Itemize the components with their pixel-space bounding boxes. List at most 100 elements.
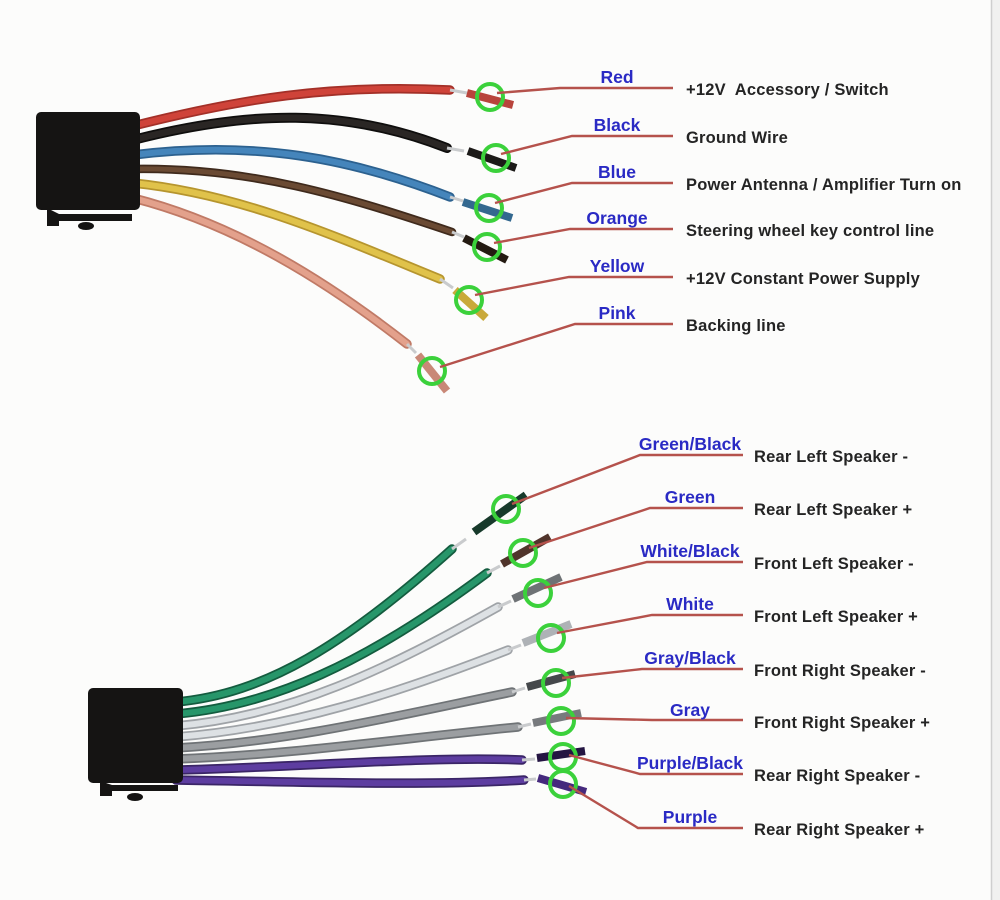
wire-stripped-core xyxy=(446,146,465,153)
wire-body xyxy=(130,146,453,200)
terminal-ring-icon xyxy=(475,82,505,112)
iso-connector-top xyxy=(36,112,140,230)
wire-black: Black Ground Wire xyxy=(128,112,788,173)
leader-line xyxy=(500,134,673,156)
connector-latch xyxy=(47,208,132,226)
wire-function-label: +12V Constant Power Supply xyxy=(686,270,921,288)
terminal-ring-icon xyxy=(491,494,521,524)
leader-line xyxy=(543,560,743,590)
leader-line xyxy=(561,667,743,680)
wire-stripped-core xyxy=(517,722,532,729)
wire-color-label: Blue xyxy=(598,162,636,182)
leader-line xyxy=(568,784,743,830)
wire-function-label: Front Left Speaker + xyxy=(754,608,918,626)
wire-color-label: Orange xyxy=(586,208,648,228)
wire-color-label: Yellow xyxy=(590,256,645,276)
leader-line xyxy=(474,275,673,297)
leader-line xyxy=(556,613,743,635)
wire-body xyxy=(173,570,490,717)
wire-gray: Gray Front Right Speaker + xyxy=(171,700,930,764)
wire-stripped-core xyxy=(439,277,454,290)
wire-body xyxy=(173,724,521,762)
terminal-ring-icon xyxy=(417,356,447,386)
terminal-ring-icon xyxy=(481,143,511,173)
leader-line xyxy=(494,181,673,205)
wire-tip xyxy=(465,89,515,109)
wire-shade xyxy=(128,193,412,349)
terminal-ring-icon xyxy=(541,668,571,698)
wire-red: Red +12V Accessory / Switch xyxy=(128,67,889,131)
wire-function-label: Front Right Speaker + xyxy=(754,714,930,732)
wire-color-label: Purple/Black xyxy=(637,753,743,773)
wire-tip xyxy=(521,620,573,647)
wire-purple-black: Purple/Black Rear Right Speaker - xyxy=(171,742,920,785)
terminal-ring-icon xyxy=(548,769,578,799)
wire-function-label: Rear Right Speaker - xyxy=(754,767,920,785)
terminal-ring-icon xyxy=(523,578,553,608)
wire-color-label: Pink xyxy=(599,303,636,323)
wire-function-label: Rear Left Speaker - xyxy=(754,448,908,466)
wire-white: White Front Left Speaker + xyxy=(171,594,918,742)
wire-purple: Purple Rear Right Speaker + xyxy=(171,769,924,839)
wire-function-label: +12V Accessory / Switch xyxy=(686,81,889,99)
leader-line xyxy=(496,86,673,95)
wire-stripped-core xyxy=(507,643,522,652)
wire-body xyxy=(130,195,410,347)
terminal-ring-icon xyxy=(454,285,484,315)
wire-tip xyxy=(452,287,489,321)
wire-color-label: White/Black xyxy=(640,541,739,561)
wire-tip xyxy=(536,774,588,796)
leader-line xyxy=(565,716,743,722)
wire-function-label: Backing line xyxy=(686,317,786,335)
connector-pin xyxy=(127,793,143,801)
wire-stripped-core xyxy=(449,195,464,203)
terminal-ring-icon xyxy=(546,706,576,736)
connector-body xyxy=(36,112,140,210)
wire-green: Green Rear Left Speaker + xyxy=(171,487,912,719)
wire-tip xyxy=(461,198,514,222)
wire-blue: Blue Power Antenna / Amplifier Turn on xyxy=(128,145,962,223)
wire-body xyxy=(173,647,511,740)
wire-color-label: Red xyxy=(600,67,633,87)
wire-function-label: Rear Left Speaker + xyxy=(754,501,912,519)
wire-body xyxy=(129,114,451,152)
wire-body xyxy=(130,180,443,282)
terminal-ring-icon xyxy=(536,623,566,653)
wire-function-label: Steering wheel key control line xyxy=(686,222,934,240)
wire-stripped-core xyxy=(497,599,512,609)
wire-yellow: Yellow +12V Constant Power Supply xyxy=(128,178,921,321)
wire-body xyxy=(173,604,501,729)
wire-color-label: Green/Black xyxy=(639,434,741,454)
wire-function-label: Power Antenna / Amplifier Turn on xyxy=(686,176,962,194)
leader-line xyxy=(568,753,743,776)
iso-connector-bottom xyxy=(88,688,183,801)
wire-stripped-core xyxy=(486,564,501,575)
wire-stripped-core xyxy=(523,777,537,782)
wire-tip xyxy=(462,234,509,264)
wire-function-label: Front Left Speaker - xyxy=(754,555,914,573)
connector-body xyxy=(88,688,183,783)
wire-white-black: White/Black Front Left Speaker - xyxy=(171,541,914,731)
wire-color-label: Green xyxy=(665,487,716,507)
wire-stripped-core xyxy=(451,230,465,239)
wire-function-label: Front Right Speaker - xyxy=(754,662,926,680)
wire-function-label: Ground Wire xyxy=(686,129,788,147)
leader-line xyxy=(493,227,673,245)
wire-color-label: White xyxy=(666,594,714,614)
wire-green-black: Green/Black Rear Left Speaker - xyxy=(171,434,908,707)
terminal-ring-icon xyxy=(474,193,504,223)
leader-line xyxy=(439,322,673,369)
wire-color-label: Gray xyxy=(670,700,710,720)
terminal-ring-icon xyxy=(508,538,538,568)
wire-function-label: Rear Right Speaker + xyxy=(754,821,924,839)
wire-body xyxy=(130,85,453,129)
wire-stripped-core xyxy=(451,537,467,551)
connector-pin xyxy=(78,222,94,230)
wire-body xyxy=(173,689,515,751)
wire-orange: Orange Steering wheel key control line xyxy=(128,164,934,264)
wire-gray-black: Gray/Black Front Right Speaker - xyxy=(171,648,926,753)
wire-pink: Pink Backing line xyxy=(128,193,786,394)
wire-color-label: Purple xyxy=(663,807,718,827)
